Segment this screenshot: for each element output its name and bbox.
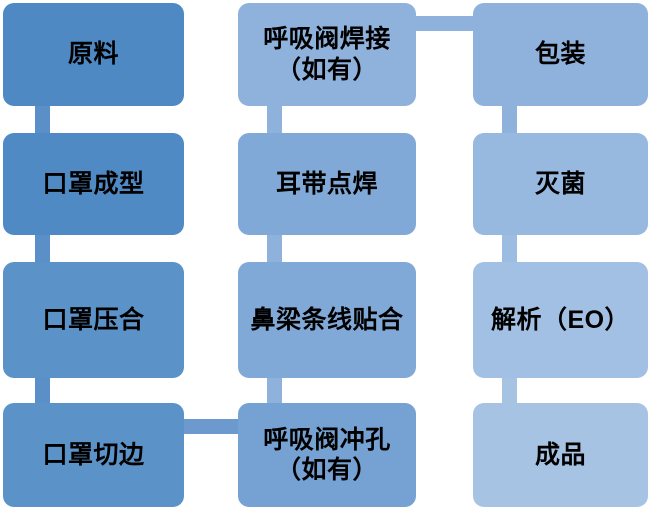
node-label: 灭菌: [534, 169, 586, 198]
node-nose-strip-bonding[interactable]: 鼻梁条线贴合: [238, 262, 416, 378]
connector-raw-to-forming: [35, 104, 50, 134]
connector-valve-welding-to-packaging: [412, 16, 477, 31]
node-finished-product[interactable]: 成品: [473, 403, 648, 507]
connector-desorption-to-finished: [502, 375, 517, 404]
node-label: 呼吸阀冲孔 （如有）: [263, 425, 391, 485]
node-mask-forming[interactable]: 口罩成型: [3, 133, 184, 235]
node-sterilization[interactable]: 灭菌: [473, 133, 648, 235]
node-valve-punching[interactable]: 呼吸阀冲孔 （如有）: [238, 403, 416, 507]
connector-pressing-to-cutting: [35, 375, 50, 404]
node-raw-material[interactable]: 原料: [3, 3, 184, 106]
node-label: 解析（EO）: [490, 305, 631, 334]
node-valve-welding[interactable]: 呼吸阀焊接 （如有）: [238, 3, 416, 106]
node-label: 口罩成型: [42, 169, 145, 198]
node-mask-pressing[interactable]: 口罩压合: [3, 262, 184, 378]
connector-cutting-to-valve-punching: [178, 419, 243, 434]
connector-sterilization-to-desorption: [502, 232, 517, 262]
connector-packaging-to-sterilization: [502, 104, 517, 134]
node-label: 原料: [67, 40, 119, 69]
node-mask-edge-cutting[interactable]: 口罩切边: [3, 403, 184, 507]
node-label: 耳带点焊: [275, 169, 378, 198]
node-label: 包装: [534, 40, 586, 69]
node-label: 呼吸阀焊接 （如有）: [263, 25, 391, 84]
node-label: 口罩压合: [42, 305, 145, 334]
connector-nose-strip-to-valve-punching: [267, 375, 282, 404]
node-label: 口罩切边: [42, 440, 145, 469]
node-label: 鼻梁条线贴合: [250, 305, 404, 334]
connector-ear-band-to-nose-strip: [267, 232, 282, 262]
node-packaging[interactable]: 包装: [473, 3, 648, 106]
connector-forming-to-pressing: [35, 232, 50, 262]
node-desorption-eo[interactable]: 解析（EO）: [473, 262, 648, 378]
node-ear-band-welding[interactable]: 耳带点焊: [238, 133, 416, 235]
node-label: 成品: [534, 440, 586, 469]
connector-valve-welding-to-ear-band: [267, 104, 282, 134]
